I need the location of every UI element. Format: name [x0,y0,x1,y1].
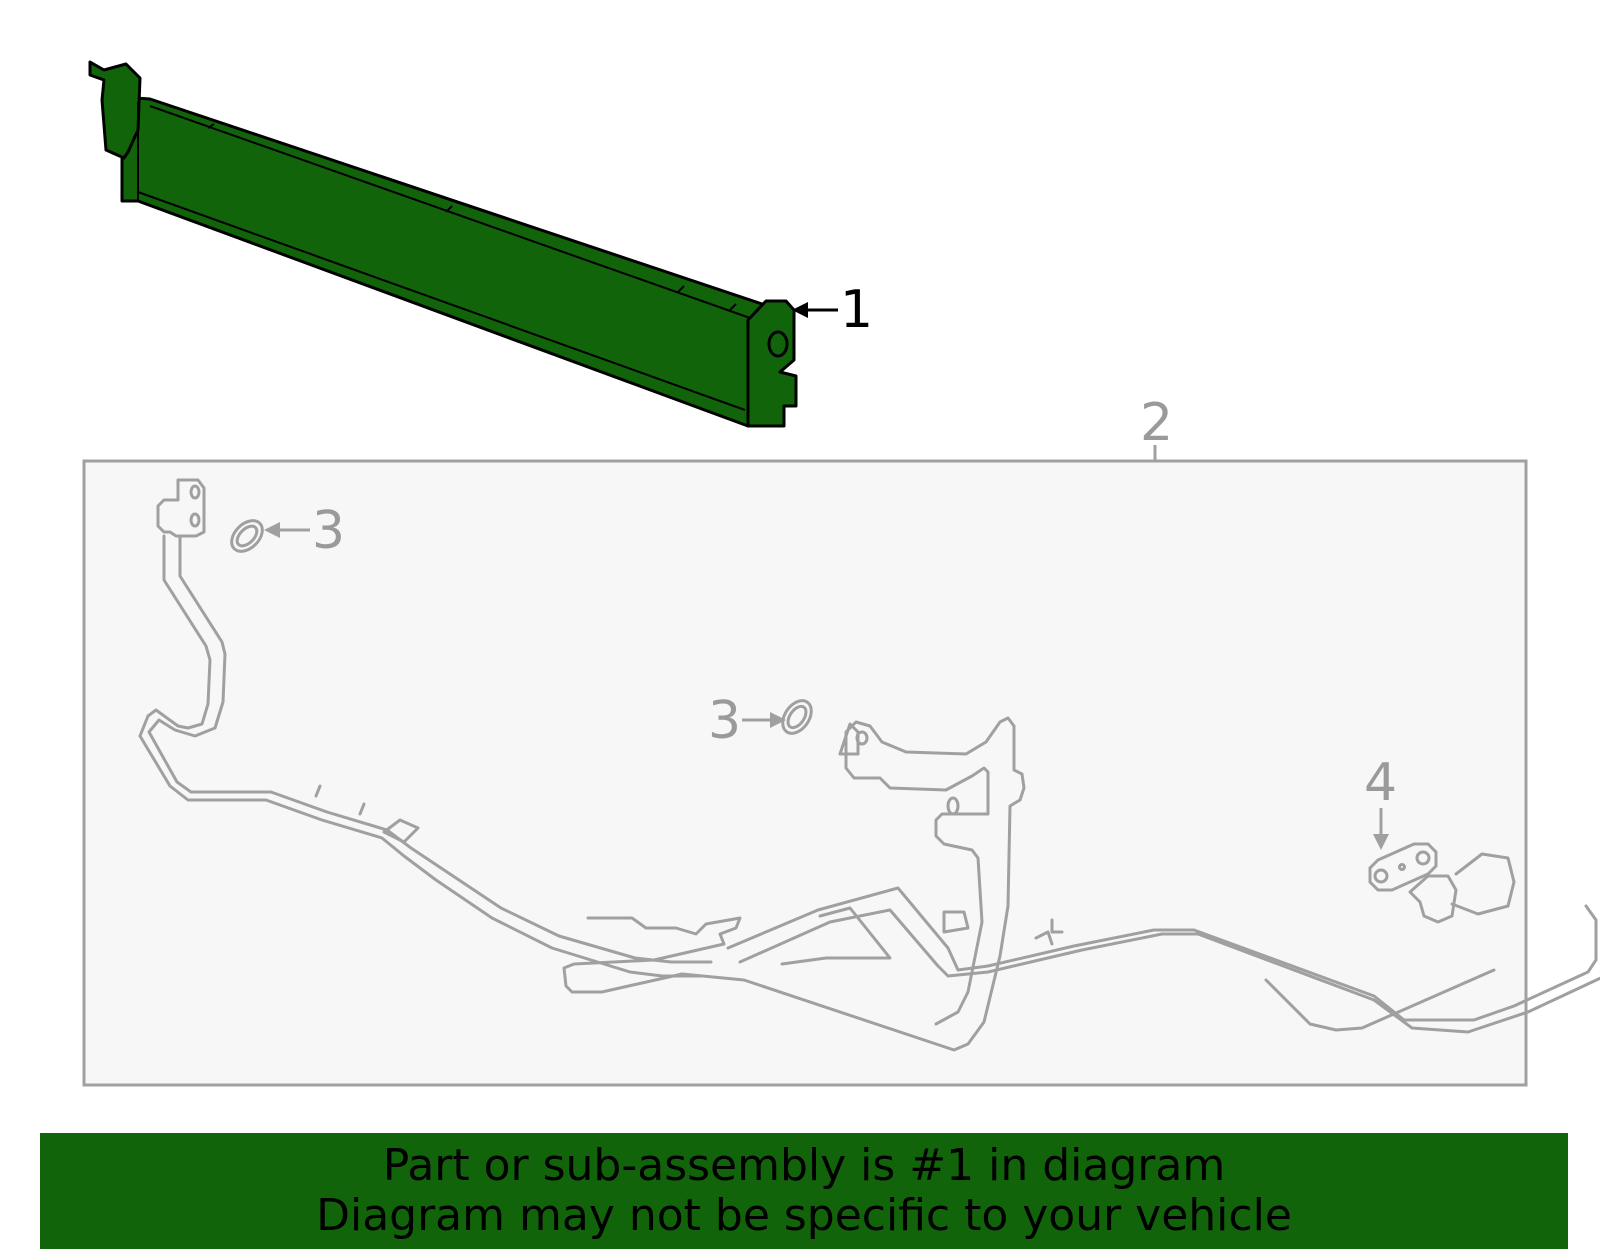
callout-2-label: 2 [1140,393,1173,453]
part-2-panel[interactable]: 2 [82,393,1528,1087]
seals [226,515,1438,892]
gasket-hole-b [1415,850,1431,866]
right-bracket-port [767,330,789,358]
left-bracket [88,60,142,160]
right-fitting [1408,852,1516,924]
o-ring-outer [230,519,264,553]
banner-line-2: Diagram may not be specific to your vehi… [316,1190,1292,1241]
bundle-clip [1034,918,1064,946]
lower-bundle-b [738,908,1600,1034]
lower-bundle-c [780,906,892,966]
tube-collar-mid [314,784,366,816]
assembly-box [82,459,1528,1087]
gasket-hole-a [1373,868,1389,884]
center-fitting [838,722,860,756]
callout-1-label: 1 [840,280,873,340]
callout-4: 4 [1364,753,1397,850]
banner-background [40,1133,1568,1249]
part-1-cooler[interactable] [88,60,798,428]
left-fitting-port-a [189,484,201,500]
callout-3a: 3 [264,501,345,561]
o-ring-3a[interactable] [226,515,268,557]
callout-1: 1 [792,280,873,340]
arrowhead-4 [1373,834,1389,850]
left-tube-inner [147,534,713,964]
callout-3a-label: 3 [312,501,345,561]
o-ring-inner [235,524,259,548]
callout-4-label: 4 [1364,753,1397,813]
right-bracket [746,299,798,428]
disclaimer-banner: Part or sub-assembly is #1 in diagram Di… [40,1133,1568,1249]
cooler-bottom-edge [137,191,746,411]
cooler-tubes [138,478,1600,1052]
callout-3b: 3 [708,691,786,751]
lower-bundle-a [726,886,1598,1022]
gasket-hole-center [1398,863,1406,871]
center-junction [562,716,1026,1052]
arrowhead-3a [264,522,280,538]
left-fitting-port-b [189,512,201,528]
o-ring-outer [781,699,813,735]
cooler-body [120,95,772,428]
gasket-4[interactable] [1368,842,1438,892]
cooler-top-edge [149,105,751,319]
center-bracket-lower [942,910,970,934]
center-fitting-port [855,730,869,746]
o-ring-3b[interactable] [777,695,817,738]
banner-line-1: Part or sub-assembly is #1 in diagram [382,1140,1226,1191]
gasket-outline [1368,842,1438,892]
o-ring-inner [786,704,808,730]
arrowhead-1 [792,302,808,318]
left-fitting [156,478,206,538]
left-tube-outer [138,534,704,978]
lower-bundle-d [1264,968,1496,1032]
arrowhead-3b [770,712,786,728]
callout-3b-label: 3 [708,691,741,751]
tube-collar-left [382,818,420,844]
center-bracket-port [946,796,960,816]
rib-marks [207,123,737,311]
